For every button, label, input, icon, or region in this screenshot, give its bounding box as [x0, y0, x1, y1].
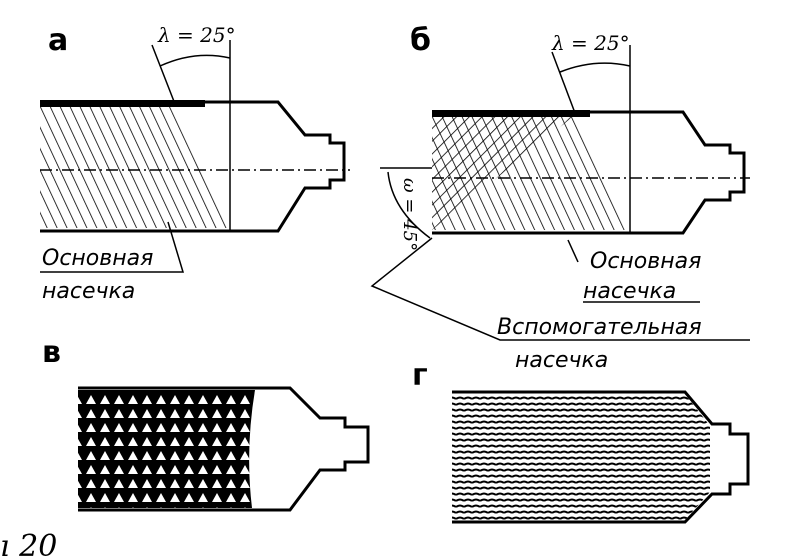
- main-cut-label-a-line2: насечка: [42, 279, 135, 304]
- aux-cut-label-line2: насечка: [515, 348, 608, 373]
- arc-cut-area: [452, 394, 710, 520]
- main-cut-leader-a: [40, 221, 185, 273]
- aux-cut-leader: [370, 237, 750, 341]
- panel-g-letter: г: [412, 358, 428, 393]
- panel-a: а λ = 25° Основная насечка: [40, 23, 350, 304]
- angle-leader-b: [551, 51, 576, 114]
- angle-label-b: λ = 25°: [551, 31, 630, 55]
- rasp-cut-area: [78, 390, 255, 508]
- main-cut-label-b-line1: Основная: [590, 249, 701, 274]
- omega-arc: [387, 171, 431, 239]
- omega-label: ω = 45°: [399, 178, 420, 251]
- main-cut-hatch-a: [40, 106, 232, 228]
- file-outline-b: [432, 110, 746, 235]
- top-teeth-a: [40, 100, 205, 107]
- main-cut-label-a-line1: Основная: [42, 246, 153, 271]
- main-cut-label-b-line2: насечка: [583, 279, 676, 304]
- panel-g: г: [412, 358, 750, 524]
- panel-v-letter: в: [42, 335, 61, 370]
- panel-b-letter: б: [410, 23, 431, 58]
- panel-b: б λ = 25° ω = 45° Основная насечка Вспом…: [370, 23, 750, 373]
- angle-leader-a: [151, 44, 176, 105]
- file-outline-v: [78, 386, 370, 512]
- angle-arc-b: [559, 62, 631, 73]
- main-cut-leader-b: [567, 239, 579, 263]
- panel-a-letter: а: [48, 23, 68, 58]
- panel-v: в: [42, 335, 370, 512]
- file-outline-g: [452, 390, 750, 524]
- file-outline-a: [40, 100, 346, 233]
- aux-cut-hatch-b: [432, 115, 575, 230]
- figure-number: ı 20: [0, 529, 57, 560]
- aux-cut-label-line1: Вспомогательная: [497, 315, 702, 340]
- angle-arc-a: [159, 54, 231, 67]
- angle-label-a: λ = 25°: [157, 23, 236, 47]
- top-teeth-b: [432, 110, 590, 117]
